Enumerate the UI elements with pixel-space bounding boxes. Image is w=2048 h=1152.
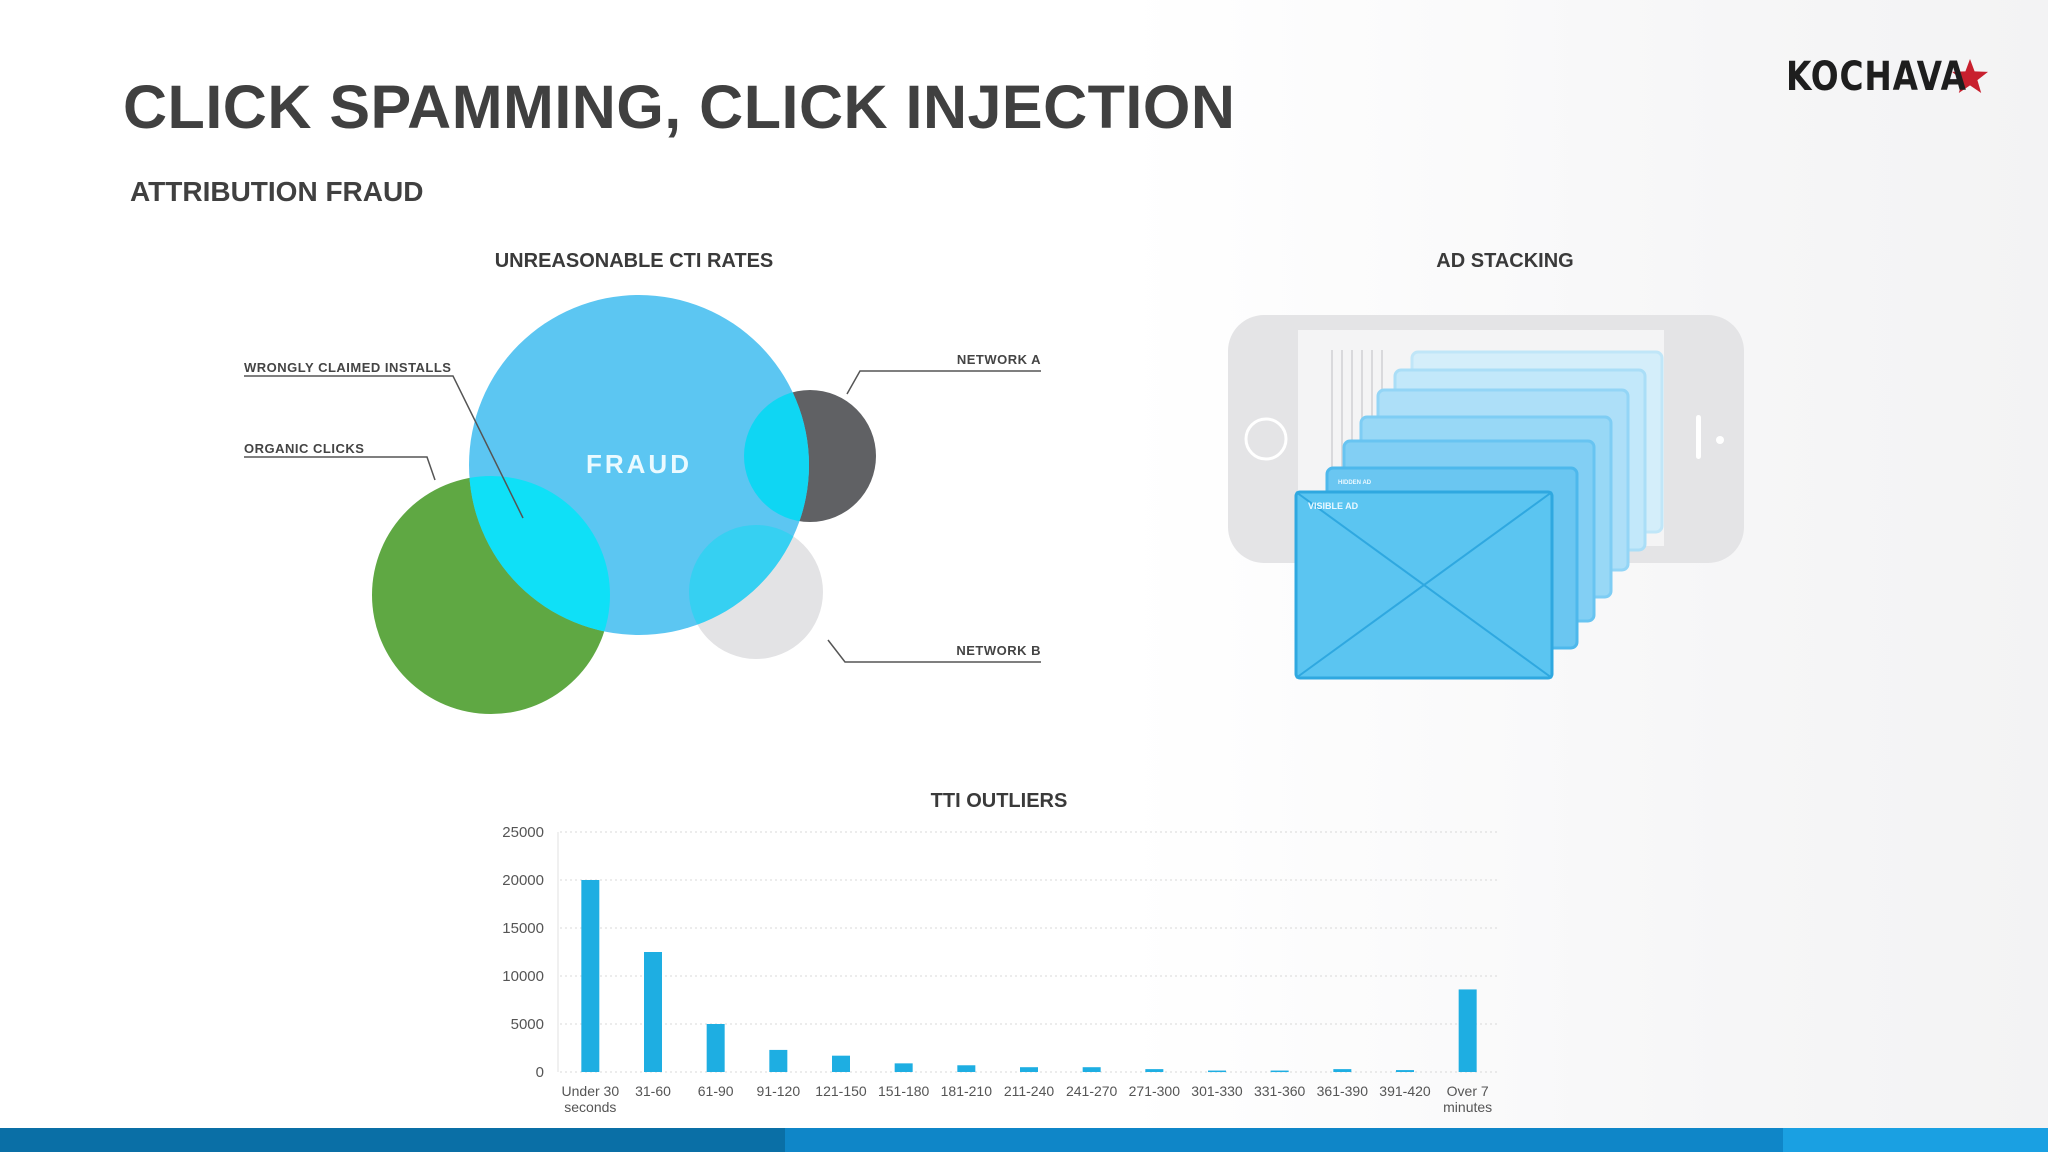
- y-tick-label: 15000: [502, 920, 544, 937]
- x-tick-label: 361-390: [1317, 1083, 1369, 1099]
- home-button-icon: [1244, 417, 1288, 461]
- x-tick-label: 241-270: [1066, 1083, 1118, 1099]
- bar: [706, 1024, 725, 1072]
- bar: [1333, 1069, 1352, 1072]
- network-a-leader: [846, 370, 1041, 395]
- bar: [1082, 1067, 1101, 1072]
- y-tick-label: 25000: [502, 824, 544, 841]
- bar: [1020, 1067, 1038, 1072]
- x-tick-label: 61-90: [698, 1083, 734, 1099]
- bar: [1396, 1070, 1414, 1072]
- bar: [1145, 1069, 1164, 1072]
- bar: [644, 952, 662, 1072]
- network-a-label: NETWORK A: [957, 352, 1041, 367]
- visible-ad-label: VISIBLE AD: [1308, 501, 1359, 511]
- chart-bars: [581, 880, 1477, 1073]
- footer-bar: [0, 1128, 2048, 1152]
- network-b-leader: [827, 639, 1041, 663]
- wrongly-claimed-label: WRONGLY CLAIMED INSTALLS: [244, 360, 451, 375]
- y-tick-label: 0: [536, 1064, 544, 1081]
- bar: [832, 1055, 850, 1072]
- chart-grid: [557, 831, 1500, 1073]
- page-subtitle: ATTRIBUTION FRAUD: [130, 176, 424, 207]
- bar: [1458, 989, 1477, 1072]
- y-tick-label: 5000: [511, 1016, 544, 1033]
- x-tick-label: 391-420: [1379, 1083, 1431, 1099]
- fraud-label: FRAUD: [586, 449, 692, 479]
- ad-stacking-heading: AD STACKING: [1436, 250, 1574, 272]
- bar: [769, 1049, 788, 1072]
- venn-diagram: FRAUD WRONGLY CLAIMED INSTALLS ORGANIC C…: [244, 295, 1041, 714]
- page-title: CLICK SPAMMING, CLICK INJECTION: [123, 73, 1236, 141]
- footer-segment-1: [0, 1128, 785, 1152]
- wrongly-claimed-leader: [244, 375, 524, 519]
- phone-side-dot: [1716, 436, 1724, 444]
- x-tick-label: 181-210: [941, 1083, 993, 1099]
- phone-side-slot: [1696, 415, 1701, 459]
- x-tick-label: 31-60: [635, 1083, 671, 1099]
- organic-clicks-leader: [244, 456, 436, 481]
- bar: [1270, 1070, 1289, 1073]
- x-tick-label: 151-180: [878, 1083, 930, 1099]
- bar: [957, 1065, 976, 1072]
- y-tick-label: 10000: [502, 968, 544, 985]
- footer-segment-2: [785, 1128, 1783, 1152]
- footer-segment-3: [1783, 1128, 2048, 1152]
- ad-stacking-illustration: HIDDEN AD VISIBLE AD: [1228, 315, 1744, 680]
- star-icon: [1952, 59, 1988, 93]
- bar: [894, 1063, 913, 1072]
- organic-clicks-label: ORGANIC CLICKS: [244, 441, 364, 456]
- x-tick-label: 271-300: [1129, 1083, 1181, 1099]
- x-tick-label: 121-150: [815, 1083, 867, 1099]
- x-tick-label: 331-360: [1254, 1083, 1306, 1099]
- bar: [581, 880, 600, 1072]
- kochava-logo: KOCHAVA: [1786, 52, 1989, 102]
- y-tick-label: 20000: [502, 872, 544, 889]
- chart-y-axis: 0 5000 10000 15000 20000 25000: [502, 824, 544, 1081]
- hidden-ad-label: HIDDEN AD: [1338, 480, 1372, 486]
- bar: [1208, 1070, 1226, 1073]
- overlap-network-a: [744, 390, 809, 522]
- network-b-label: NETWORK B: [956, 643, 1041, 658]
- venn-heading: UNREASONABLE CTI RATES: [494, 250, 774, 272]
- x-tick-label: 211-240: [1004, 1083, 1055, 1099]
- x-tick-label: 301-330: [1191, 1083, 1243, 1099]
- x-tick-label: 91-120: [757, 1083, 801, 1099]
- logo-text: KOCHAVA: [1786, 54, 1967, 100]
- visible-ad-cross-2: [1295, 491, 1553, 679]
- chart-title: TTI OUTLIERS: [930, 790, 1068, 812]
